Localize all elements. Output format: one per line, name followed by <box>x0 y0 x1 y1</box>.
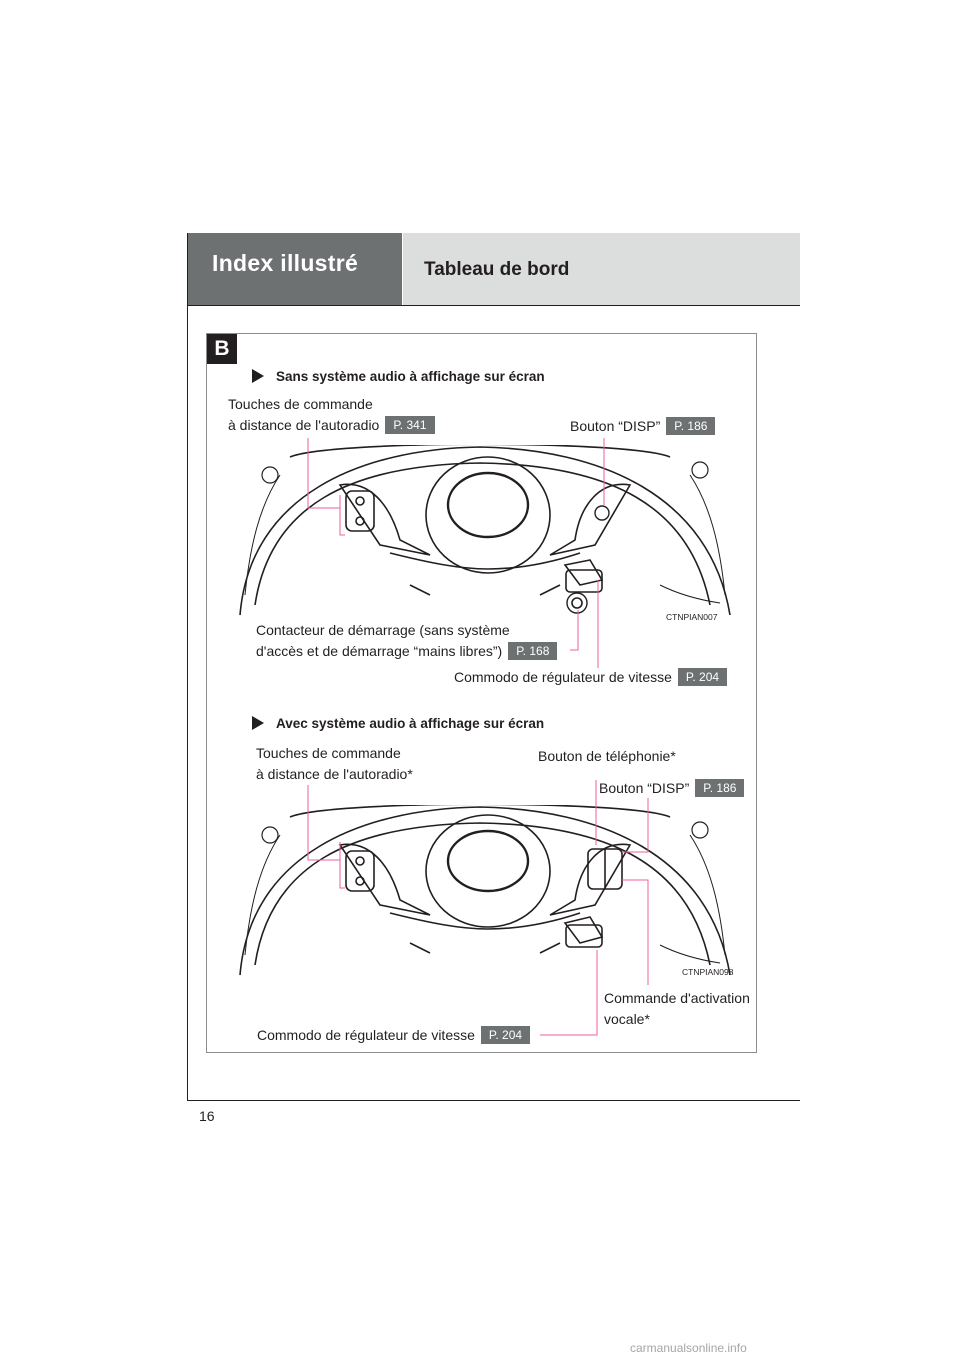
bottom-audio-line1: Touches de commande <box>256 745 401 761</box>
top-cruise-text: Commodo de régulateur de vitesse <box>454 669 672 685</box>
page-frame-left <box>187 233 188 1101</box>
bottom-voice-line1: Commande d'activation <box>604 990 750 1006</box>
top-heading-text: Sans système audio à affichage sur écran <box>276 369 545 384</box>
bottom-callout-lines <box>307 780 649 1036</box>
top-disp-label: Bouton “DISP” P. 186 <box>570 416 716 437</box>
bottom-voice-label: Commande d'activation vocale* <box>604 988 750 1030</box>
watermark: carmanualsonline.info <box>630 1341 747 1355</box>
steering-wheel-illustration-top <box>239 445 731 616</box>
section-header-bar <box>188 233 402 305</box>
top-heading: Sans système audio à affichage sur écran <box>252 369 545 384</box>
bottom-cruise-page-ref[interactable]: P. 204 <box>480 1026 531 1044</box>
section-title: Index illustré <box>212 250 359 276</box>
top-callout-lines <box>307 438 605 668</box>
bottom-image-code: CTNPIAN098 <box>682 967 734 977</box>
page-frame-bottom <box>187 1100 800 1101</box>
top-ignition-page-ref[interactable]: P. 168 <box>508 642 558 660</box>
triangle-bullet-icon <box>252 716 264 730</box>
bottom-disp-label: Bouton “DISP” P. 186 <box>599 778 745 799</box>
top-ignition-line2-wrap: d'accès et de démarrage “mains libres”) P… <box>256 641 558 662</box>
panel-badge: B <box>207 334 237 364</box>
top-ignition-line1: Contacteur de démarrage (sans système <box>256 622 510 638</box>
top-audio-label: Touches de commande à distance de l'auto… <box>228 394 435 436</box>
top-cruise-label: Commodo de régulateur de vitesse P. 204 <box>454 667 728 688</box>
steering-wheel-illustration-bottom <box>239 805 731 976</box>
subsection-header-bar <box>403 233 800 305</box>
top-image-code: CTNPIAN007 <box>666 612 718 622</box>
top-ignition-line2: d'accès et de démarrage “mains libres”) <box>256 643 503 659</box>
bottom-audio-line2: à distance de l'autoradio* <box>256 766 413 782</box>
illustration-panel <box>206 333 757 1053</box>
top-audio-line1: Touches de commande <box>228 396 373 412</box>
top-cruise-page-ref[interactable]: P. 204 <box>677 668 728 686</box>
header-divider <box>188 305 800 306</box>
bottom-disp-page-ref[interactable]: P. 186 <box>695 779 745 797</box>
top-audio-page-ref[interactable]: P. 341 <box>385 416 435 434</box>
bottom-voice-line2: vocale* <box>604 1011 650 1027</box>
bottom-cruise-text: Commodo de régulateur de vitesse <box>257 1027 475 1043</box>
subsection-title: Tableau de bord <box>424 259 570 280</box>
triangle-bullet-icon <box>252 369 264 383</box>
top-audio-line2-wrap: à distance de l'autoradio P. 341 <box>228 415 435 436</box>
page-number: 16 <box>199 1108 215 1124</box>
top-disp-text: Bouton “DISP” <box>570 418 661 434</box>
bottom-disp-text: Bouton “DISP” <box>599 780 690 796</box>
top-ignition-label: Contacteur de démarrage (sans système d'… <box>256 620 558 662</box>
bottom-heading-text: Avec système audio à affichage sur écran <box>276 716 545 731</box>
top-audio-line2: à distance de l'autoradio <box>228 417 380 433</box>
bottom-phone-label: Bouton de téléphonie* <box>538 748 676 764</box>
bottom-audio-label: Touches de commande à distance de l'auto… <box>256 743 413 785</box>
bottom-heading: Avec système audio à affichage sur écran <box>252 716 544 731</box>
bottom-cruise-label: Commodo de régulateur de vitesse P. 204 <box>257 1025 531 1046</box>
top-disp-page-ref[interactable]: P. 186 <box>666 417 716 435</box>
